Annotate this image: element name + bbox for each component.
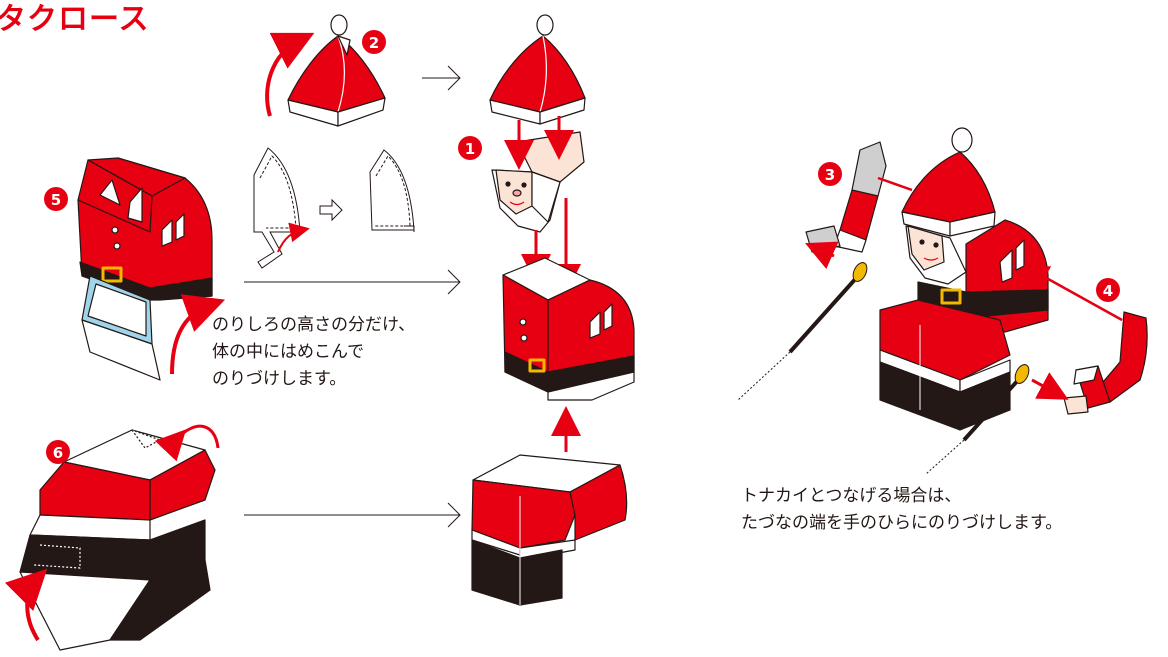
step-number: 2 bbox=[369, 34, 379, 52]
step-badge-1: 1 bbox=[458, 136, 482, 160]
step-number: 3 bbox=[825, 166, 835, 184]
flow-arrow bbox=[422, 66, 460, 90]
step-badge-3: 3 bbox=[818, 162, 842, 186]
step-badge-2: 2 bbox=[362, 30, 386, 54]
attach-arrow bbox=[1032, 380, 1058, 394]
step-badge-5: 5 bbox=[44, 187, 68, 211]
left-arm-illustration bbox=[806, 142, 886, 252]
face-illustration bbox=[492, 132, 584, 232]
legs-fold-illustration bbox=[20, 430, 215, 650]
fold-arrow bbox=[172, 305, 210, 374]
step-badge-6: 6 bbox=[46, 440, 70, 464]
step-number: 5 bbox=[51, 191, 61, 209]
hat-illustration bbox=[490, 15, 585, 124]
body-fold-illustration bbox=[78, 158, 212, 380]
flow-arrow bbox=[244, 270, 460, 294]
step-number: 1 bbox=[465, 140, 475, 158]
legs-illustration bbox=[472, 455, 627, 605]
flow-arrow bbox=[244, 503, 460, 527]
completed-santa-illustration bbox=[880, 128, 1048, 430]
attach-line bbox=[878, 178, 912, 190]
step-number: 4 bbox=[1103, 282, 1113, 300]
fold-arrow bbox=[278, 230, 302, 252]
right-arm-illustration bbox=[1064, 312, 1147, 414]
body-illustration bbox=[503, 258, 634, 400]
step-number: 6 bbox=[53, 444, 63, 462]
step-badge-4: 4 bbox=[1096, 278, 1120, 302]
